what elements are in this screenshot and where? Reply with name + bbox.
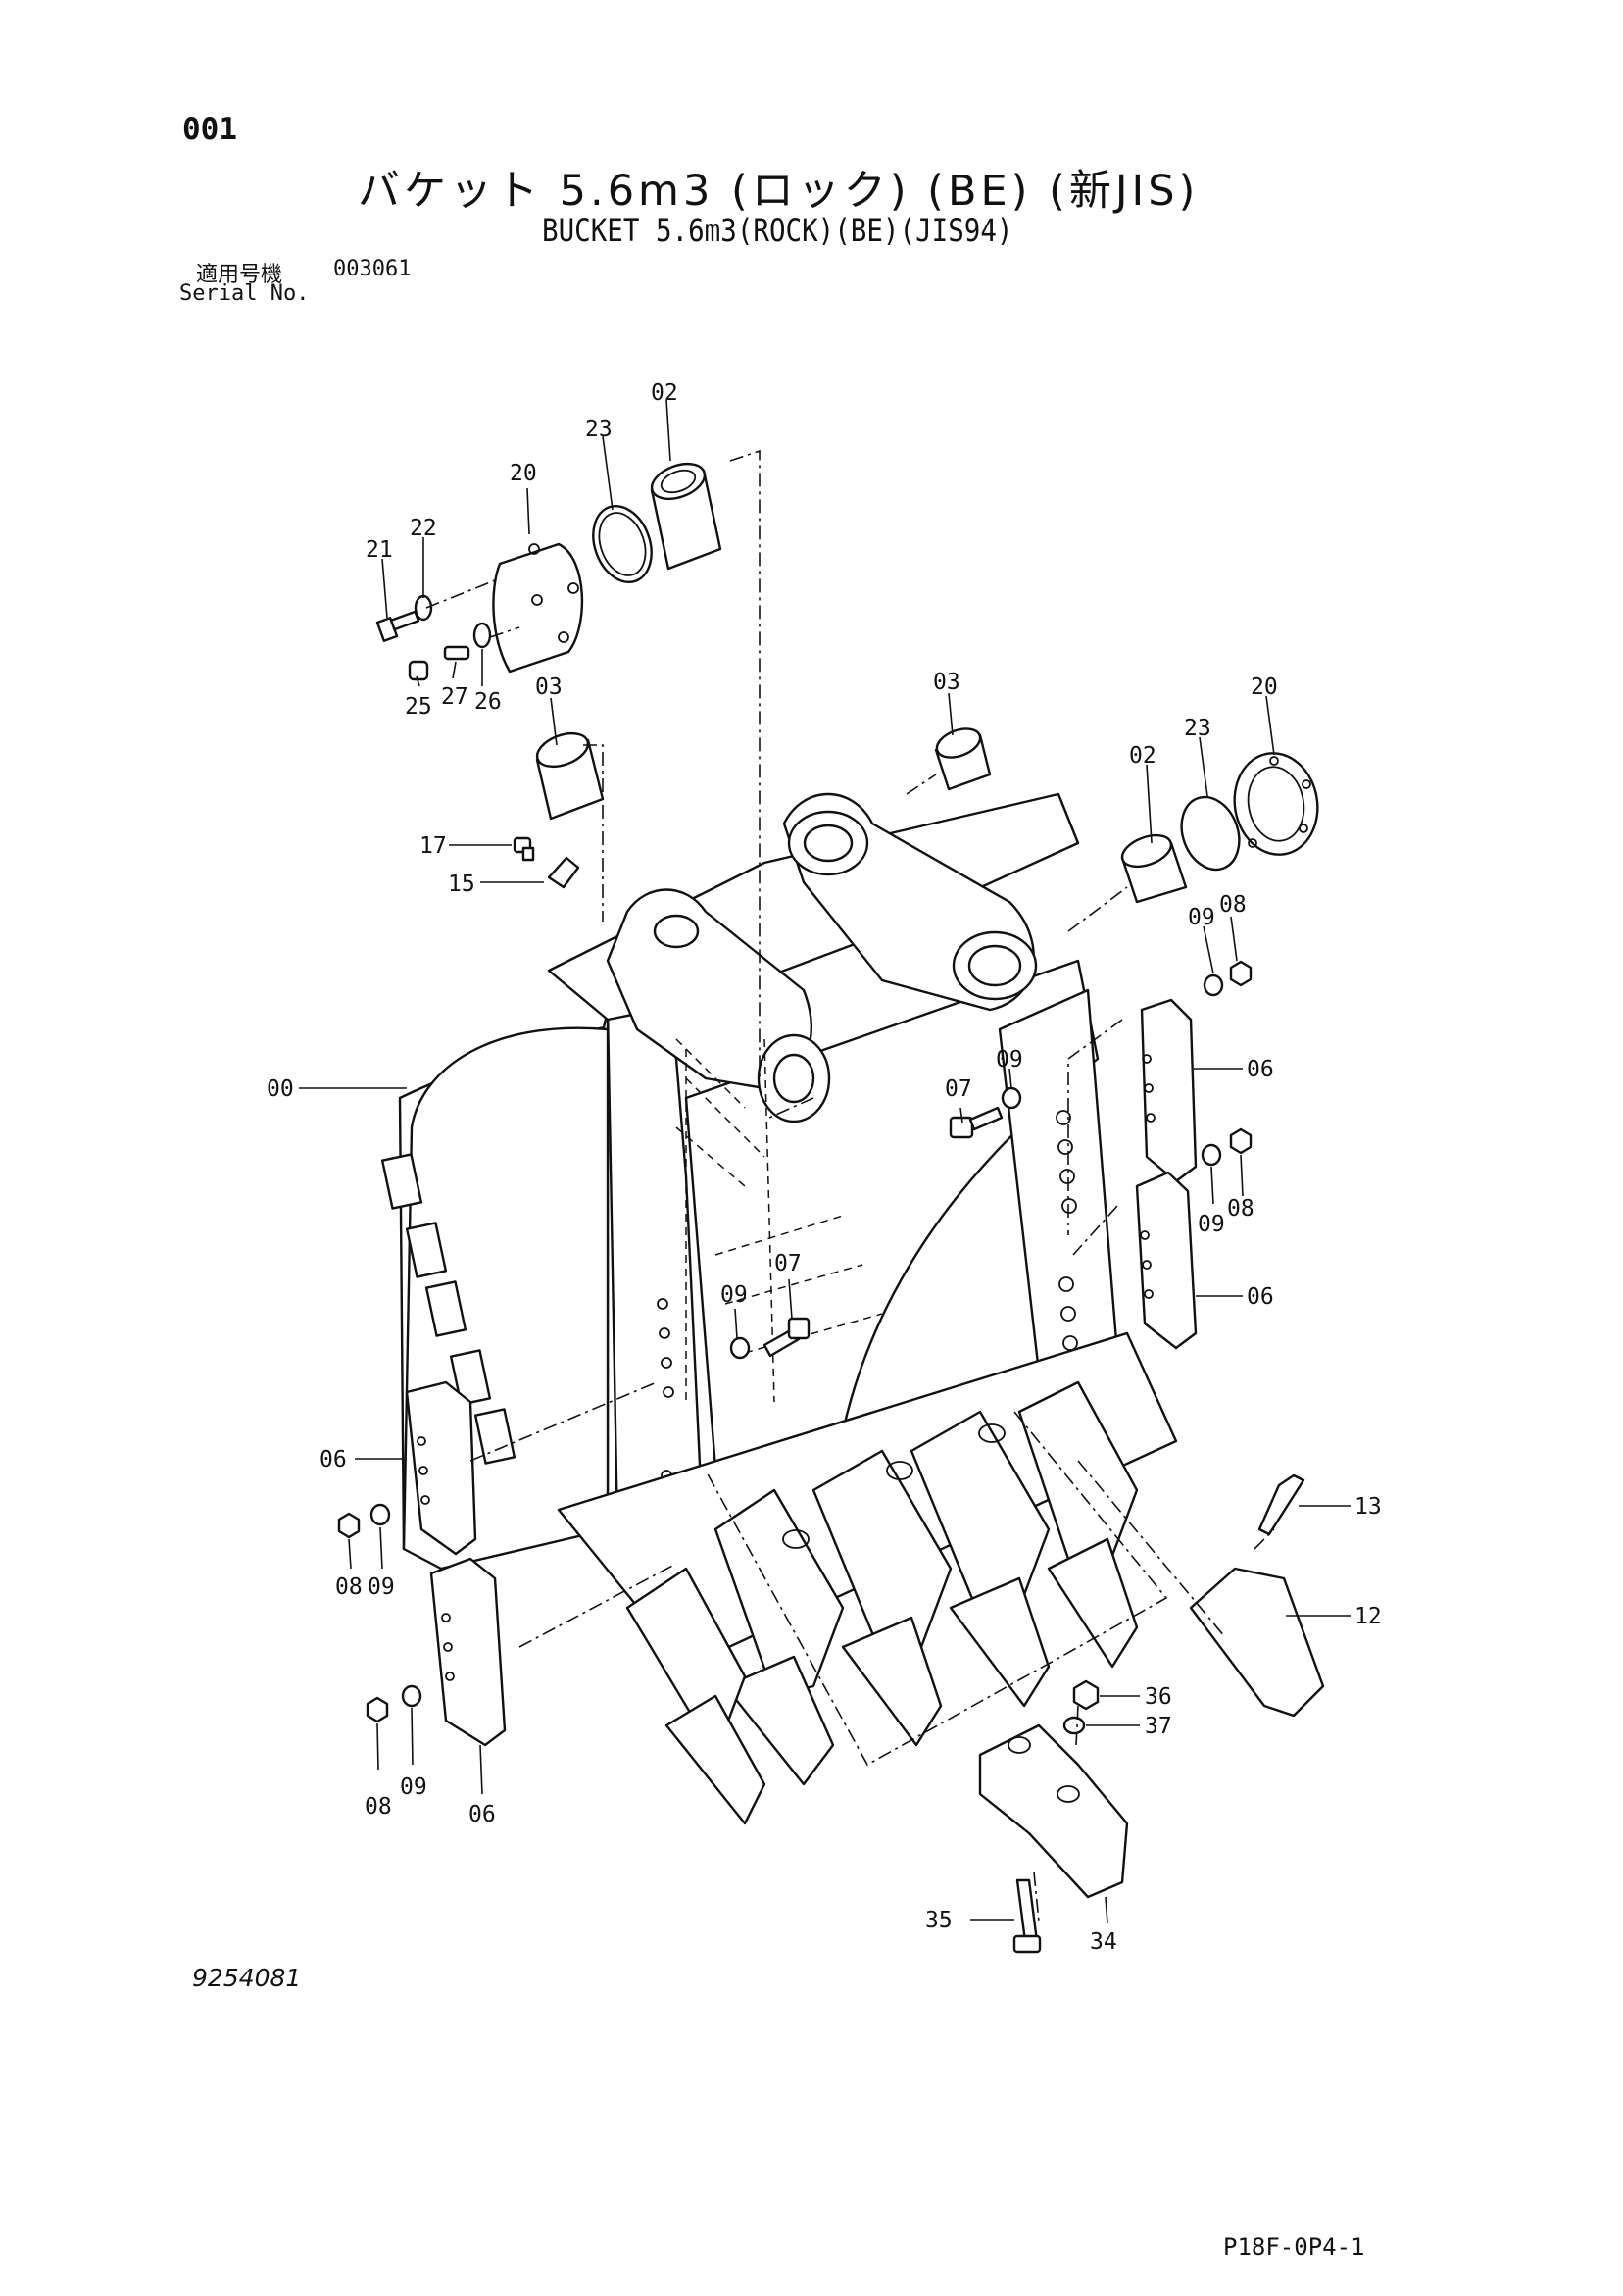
callout-08-left-upper: 08 — [335, 1574, 363, 1600]
callout-09-left-lower: 09 — [400, 1774, 427, 1800]
nut-08-right-lower — [1229, 1127, 1253, 1155]
callout-23-right: 23 — [1184, 716, 1211, 741]
callout-25: 25 — [405, 694, 432, 720]
drawing-number: 9254081 — [192, 1964, 302, 1992]
leader-lines — [299, 399, 1351, 1924]
nut-08-right-upper — [1229, 960, 1253, 987]
seal-26 — [472, 622, 492, 649]
callout-09-right-upper: 09 — [1188, 905, 1215, 930]
callout-08-right-lower: 08 — [1227, 1196, 1254, 1222]
bolt-21 — [375, 610, 420, 642]
page-number: 001 — [182, 112, 237, 147]
grease-fitting-27 — [443, 645, 470, 661]
callout-08-left-lower: 08 — [365, 1794, 392, 1820]
o-ring-23-right — [1180, 795, 1241, 872]
cover-plate-20-top — [492, 542, 584, 674]
washer-09-right-upper — [1203, 973, 1224, 997]
callout-labels: 02 23 20 21 22 25 27 26 03 17 15 03 02 2… — [267, 380, 1382, 1955]
nut-08-left-upper — [337, 1512, 361, 1539]
callout-06-right-upper: 06 — [1247, 1057, 1274, 1082]
callout-15: 15 — [448, 872, 475, 897]
left-boss-hole — [653, 914, 700, 949]
left-wear-blocks — [380, 1153, 516, 1465]
exploded-parts — [337, 462, 1325, 1954]
side-protector-06-left-upper — [405, 1380, 477, 1556]
plate-15 — [547, 856, 580, 889]
plug-25 — [408, 660, 429, 681]
bolt-17 — [513, 836, 535, 862]
callout-09-center: 09 — [720, 1282, 748, 1308]
page-code: P18F-0P4-1 — [1223, 2233, 1365, 2261]
callout-08-right-upper: 08 — [1219, 892, 1247, 918]
callout-22: 22 — [410, 516, 437, 541]
side-protector-06-right-lower — [1135, 1171, 1198, 1350]
serial-label-english: Serial No. — [179, 281, 310, 306]
callout-21: 21 — [366, 537, 393, 563]
callout-34: 34 — [1090, 1929, 1117, 1955]
callout-13: 13 — [1354, 1494, 1382, 1520]
callout-02-right: 02 — [1129, 743, 1156, 769]
callout-36: 36 — [1145, 1684, 1172, 1710]
callout-09-right-middle: 09 — [996, 1047, 1023, 1073]
callout-07-center: 07 — [774, 1251, 802, 1276]
callout-17: 17 — [419, 833, 447, 859]
callout-26: 26 — [474, 689, 502, 715]
cover-plate-20-right — [1233, 752, 1319, 856]
bolt-07-center — [762, 1317, 811, 1358]
callout-09-right-lower: 09 — [1198, 1212, 1225, 1237]
callout-23-top: 23 — [585, 417, 613, 442]
washer-09-right-middle — [1001, 1086, 1022, 1110]
assembly-lines — [425, 449, 1275, 1922]
nut-08-left-lower — [366, 1696, 389, 1723]
bushing-02-top — [650, 462, 722, 571]
callout-20-top: 20 — [510, 461, 537, 486]
side-protector-06-right-upper — [1140, 998, 1198, 1183]
callout-37: 37 — [1145, 1714, 1172, 1739]
washer-09-center — [729, 1336, 751, 1360]
adapter-34 — [978, 1723, 1129, 1899]
washer-09-left-lower — [401, 1684, 422, 1708]
washer-22 — [414, 594, 433, 622]
callout-03-right: 03 — [933, 670, 960, 695]
callout-27: 27 — [441, 684, 468, 710]
callout-06-left-upper: 06 — [320, 1447, 347, 1472]
bushing-03-left — [535, 731, 605, 821]
title-english: BUCKET 5.6m3(ROCK)(BE)(JIS94) — [542, 212, 1013, 249]
nut-36 — [1072, 1679, 1100, 1711]
washer-09-left-upper — [369, 1503, 391, 1526]
washer-09-right-lower — [1201, 1143, 1222, 1167]
callout-07-right: 07 — [945, 1076, 972, 1102]
callout-35: 35 — [925, 1908, 953, 1933]
tooth-assemblies — [625, 1380, 1139, 1825]
washer-37 — [1062, 1716, 1086, 1735]
bushing-03-right — [934, 727, 992, 791]
callout-02-top: 02 — [651, 380, 678, 406]
callout-20-right: 20 — [1251, 674, 1278, 700]
bolt-07-right — [949, 1106, 1004, 1139]
pin-13 — [1257, 1473, 1305, 1536]
callout-06-right-lower: 06 — [1247, 1284, 1274, 1310]
lower-boss-hole — [967, 944, 1022, 987]
title-japanese: バケット 5.6m3 (ロック) (BE) (新JIS) — [358, 167, 1200, 216]
upper-boss-hole — [803, 824, 854, 863]
callout-12: 12 — [1354, 1604, 1382, 1629]
callout-03-left: 03 — [535, 674, 563, 700]
bushing-02-right — [1120, 833, 1188, 904]
tooth-point-12 — [1189, 1567, 1325, 1718]
serial-label-japanese: 適用号機 — [196, 263, 283, 287]
callout-09-left-upper: 09 — [368, 1574, 395, 1600]
serial-number-value: 003061 — [333, 257, 412, 281]
callout-06-left-lower: 06 — [468, 1802, 496, 1827]
bolt-35 — [1012, 1878, 1042, 1954]
callout-00: 00 — [267, 1076, 294, 1102]
center-boss-hole — [772, 1053, 815, 1104]
side-protector-06-left-lower — [429, 1557, 507, 1747]
o-ring-23-top — [592, 505, 653, 583]
